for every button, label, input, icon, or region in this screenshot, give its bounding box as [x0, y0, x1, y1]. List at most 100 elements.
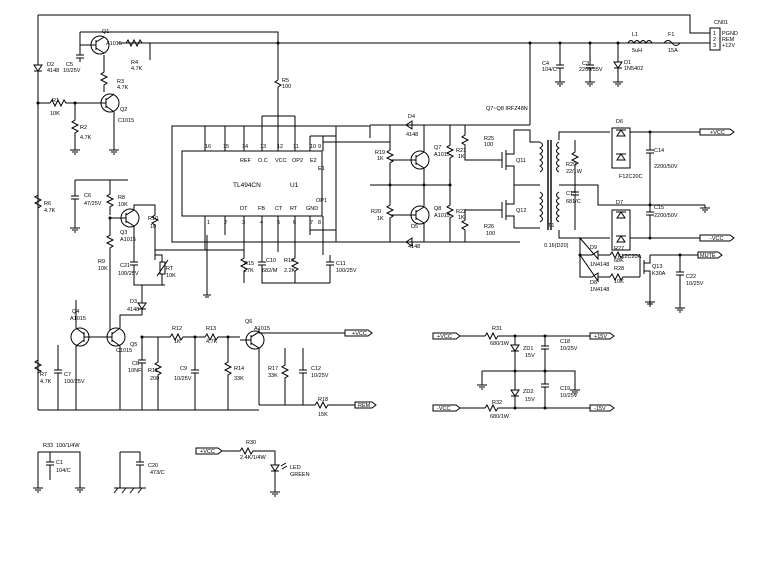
svg-text:1K: 1K — [174, 339, 181, 345]
svg-text:R19: R19 — [375, 150, 385, 156]
svg-text:-VCC: -VCC — [710, 236, 723, 242]
svg-text:4.7K: 4.7K — [80, 135, 92, 141]
svg-text:R12: R12 — [172, 326, 182, 332]
capacitor-c20: C20 473/C — [113, 451, 165, 494]
mosfet-drains — [370, 129, 540, 229]
svg-text:E1: E1 — [318, 166, 325, 172]
capacitor-c3: C3 2200/35V — [579, 61, 603, 87]
top-rails — [37, 14, 710, 125]
svg-text:1K: 1K — [458, 154, 465, 160]
cn01-pin-12v: +12V — [722, 43, 735, 49]
svg-text:C21: C21 — [120, 263, 130, 269]
rem-tag: REM — [354, 401, 377, 409]
capacitor-c18: C18 10/25V — [541, 336, 578, 371]
svg-text:7: 7 — [310, 220, 313, 226]
diode-d4: D4 4148 — [405, 114, 418, 138]
svg-text:100/1/4W: 100/1/4W — [56, 443, 80, 449]
transistor-q7: Q7 A1015 — [390, 125, 450, 185]
svg-text:16: 16 — [205, 144, 211, 150]
svg-text:LED: LED — [290, 465, 301, 471]
svg-text:9: 9 — [318, 144, 321, 150]
svg-text:R10: R10 — [148, 216, 158, 222]
transistor-q8: Q8 A1015 — [390, 185, 450, 242]
svg-text:27K: 27K — [244, 268, 254, 274]
svg-text:100/25V: 100/25V — [64, 379, 85, 385]
capacitor-c11: C11 100/25V — [326, 255, 357, 283]
svg-text:R3: R3 — [117, 79, 124, 85]
resistor-r18: R18 15K — [259, 397, 355, 418]
svg-text:680/1W: 680/1W — [490, 341, 510, 347]
diode-d5: D5 4148 — [405, 224, 420, 250]
resistor-r20: R20 1K — [371, 185, 395, 242]
capacitor-c1: C1 104/C — [46, 452, 71, 480]
svg-text:4.7K: 4.7K — [206, 339, 218, 345]
svg-text:10K: 10K — [166, 273, 176, 279]
capacitor-c12: C12 10/25V — [299, 348, 329, 405]
transistor-q1: Q1 A1015 — [79, 29, 122, 55]
svg-text:OP1: OP1 — [316, 198, 327, 204]
resistor-r12: R12 1K — [142, 326, 205, 345]
transistor-q5: Q5 C1015 — [96, 314, 142, 410]
svg-text:R17: R17 — [268, 366, 278, 372]
cn01-pin-pgnd: PGND — [722, 31, 738, 37]
resistor-r30: +VCC R30 2.4K/1/4W — [195, 440, 276, 465]
svg-text:22/1W: 22/1W — [566, 169, 583, 175]
resistor-r28: R28 10K — [609, 266, 640, 285]
svg-text:C13: C13 — [566, 191, 576, 197]
svg-text:A1015: A1015 — [434, 152, 450, 158]
svg-text:104/C: 104/C — [542, 67, 557, 73]
svg-text:100: 100 — [486, 231, 495, 237]
svg-text:681/C: 681/C — [566, 199, 581, 205]
cn01-pin-3: 3 — [713, 43, 716, 49]
svg-text:D7: D7 — [616, 200, 623, 206]
svg-text:C1: C1 — [56, 460, 63, 466]
zener-zd2: ZD2 15V — [510, 371, 535, 408]
resistor-r2: R2 4.7K — [70, 101, 92, 155]
diode-d6: D6 F12C20C — [611, 119, 643, 180]
resistor-r13: R13 4.7K — [204, 326, 240, 345]
svg-text:Q6: Q6 — [245, 319, 252, 325]
resistor-r19: R19 1K — [375, 142, 450, 186]
svg-text:R25: R25 — [484, 136, 494, 142]
resistor-r7: R7 4.7K — [33, 359, 52, 385]
svg-text:1N4148: 1N4148 — [590, 287, 609, 293]
regulator-section: +VCC -VCC R31 680/1W R32 680/1W +15V -15… — [432, 326, 615, 420]
svg-text:104/C: 104/C — [56, 468, 71, 474]
resistor-r25: R25 100 — [461, 125, 502, 161]
svg-text:FB: FB — [258, 206, 265, 212]
svg-text:1K: 1K — [377, 156, 384, 162]
capacitor-c15: C15 2200/50V — [646, 205, 678, 238]
svg-text:E2: E2 — [310, 158, 317, 164]
svg-text:100/25V: 100/25V — [118, 271, 139, 277]
cn01-pin-1: 1 — [713, 31, 716, 37]
svg-text:D9: D9 — [590, 245, 597, 251]
diode-d2: D2 4148 — [33, 62, 59, 410]
svg-text:C1015: C1015 — [116, 348, 132, 354]
svg-text:R21: R21 — [456, 148, 466, 154]
svg-text:Q3: Q3 — [120, 230, 127, 236]
svg-text:R5: R5 — [282, 78, 289, 84]
svg-text:Q5: Q5 — [130, 342, 137, 348]
resistor-r16: R16 2.2K — [284, 252, 300, 283]
svg-text:C7: C7 — [64, 372, 71, 378]
svg-text:C19: C19 — [560, 386, 570, 392]
resistor-r15: R15 27K — [239, 250, 254, 283]
svg-text:R33: R33 — [43, 443, 53, 449]
ground-c1 — [75, 465, 85, 493]
svg-text:10NF: 10NF — [128, 368, 142, 374]
svg-text:RT: RT — [166, 266, 174, 272]
svg-text:R26: R26 — [484, 224, 494, 230]
svg-text:C18: C18 — [560, 339, 570, 345]
svg-text:4.7K: 4.7K — [117, 85, 129, 91]
svg-text:68K: 68K — [614, 258, 624, 264]
zener-zd1: ZD1 15V — [510, 336, 535, 371]
svg-text:2: 2 — [224, 220, 227, 226]
resistor-r22: R22 1K — [445, 185, 466, 242]
svg-text:D5: D5 — [411, 224, 418, 230]
svg-text:T1: T1 — [548, 223, 554, 229]
svg-text:MUTE: MUTE — [700, 253, 716, 259]
svg-text:D6: D6 — [616, 119, 623, 125]
svg-text:R30: R30 — [246, 440, 256, 446]
svg-text:Q11: Q11 — [516, 158, 526, 164]
svg-text:4.7K: 4.7K — [131, 66, 143, 72]
